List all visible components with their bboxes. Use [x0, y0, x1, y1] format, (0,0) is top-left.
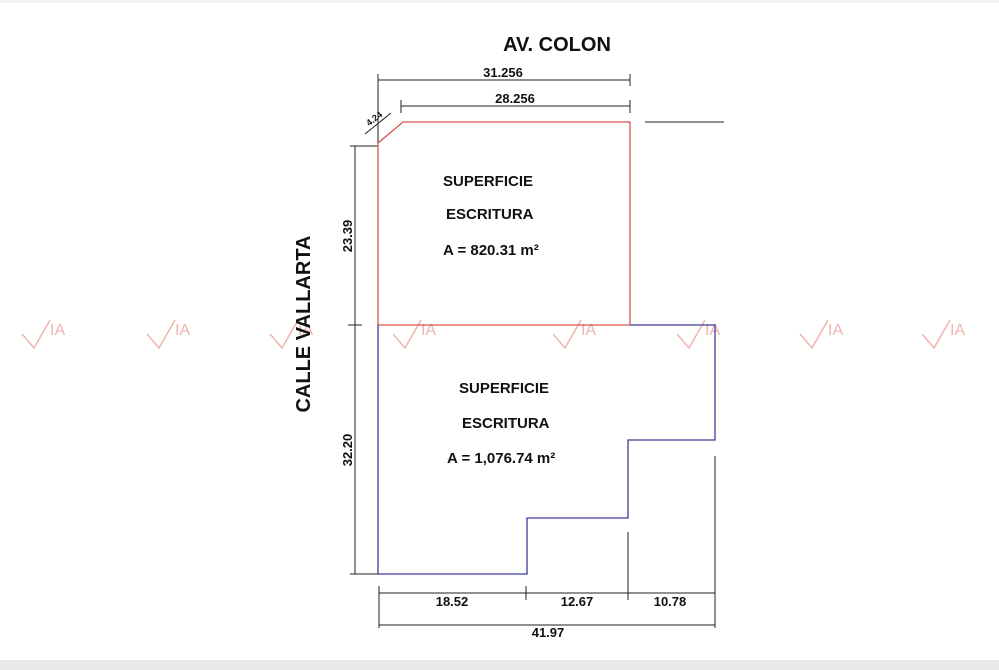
top-edge — [0, 0, 999, 3]
bottom-edge — [0, 660, 999, 670]
watermark-mark — [676, 319, 706, 350]
dim-bottom-c: 10.78 — [654, 594, 687, 609]
watermark-text: IA — [581, 322, 596, 339]
watermark-text: IA — [950, 322, 965, 339]
watermark-mark — [799, 319, 829, 350]
watermark-text: IA — [50, 322, 65, 339]
parcel-upper-subtitle: ESCRITURA — [446, 206, 534, 223]
dimension-lines — [348, 74, 724, 628]
dim-bottom-total: 41.97 — [532, 625, 565, 640]
watermark-layer: IA IA IA IA IA IA IA IA — [21, 319, 965, 350]
dim-corner: 4.24 — [364, 109, 384, 128]
dim-top-inner: 28.256 — [495, 91, 535, 106]
parcel-lower-title: SUPERFICIE — [459, 380, 549, 397]
dim-bottom-b: 12.67 — [561, 594, 594, 609]
parcel-upper-outline — [377, 121, 631, 325]
watermark-text: IA — [421, 322, 436, 339]
street-north-label: AV. COLON — [503, 34, 611, 56]
watermark-mark — [269, 319, 299, 350]
dim-line-corner — [364, 112, 392, 135]
dim-top-total: 31.256 — [483, 65, 523, 80]
dim-bottom-a: 18.52 — [436, 594, 469, 609]
parcel-upper-area: A = 820.31 m² — [443, 242, 539, 259]
parcel-lower-subtitle: ESCRITURA — [462, 415, 550, 432]
watermark-mark — [552, 319, 582, 350]
watermark-text: IA — [828, 322, 843, 339]
street-west-label: CALLE VALLARTA — [293, 235, 315, 412]
watermark-mark — [392, 319, 422, 350]
dim-left-lower: 32.20 — [340, 434, 355, 467]
watermark-text: IA — [175, 322, 190, 339]
parcel-lower-area: A = 1,076.74 m² — [447, 450, 555, 467]
watermark-text: IA — [298, 322, 313, 339]
dim-left-upper: 23.39 — [340, 220, 355, 253]
watermark-text: IA — [705, 322, 720, 339]
watermark-mark — [21, 319, 51, 350]
watermark-mark — [921, 319, 951, 350]
parcel-lower-outline — [377, 324, 716, 575]
parcel-upper-title: SUPERFICIE — [443, 173, 533, 190]
watermark-mark — [146, 319, 176, 350]
